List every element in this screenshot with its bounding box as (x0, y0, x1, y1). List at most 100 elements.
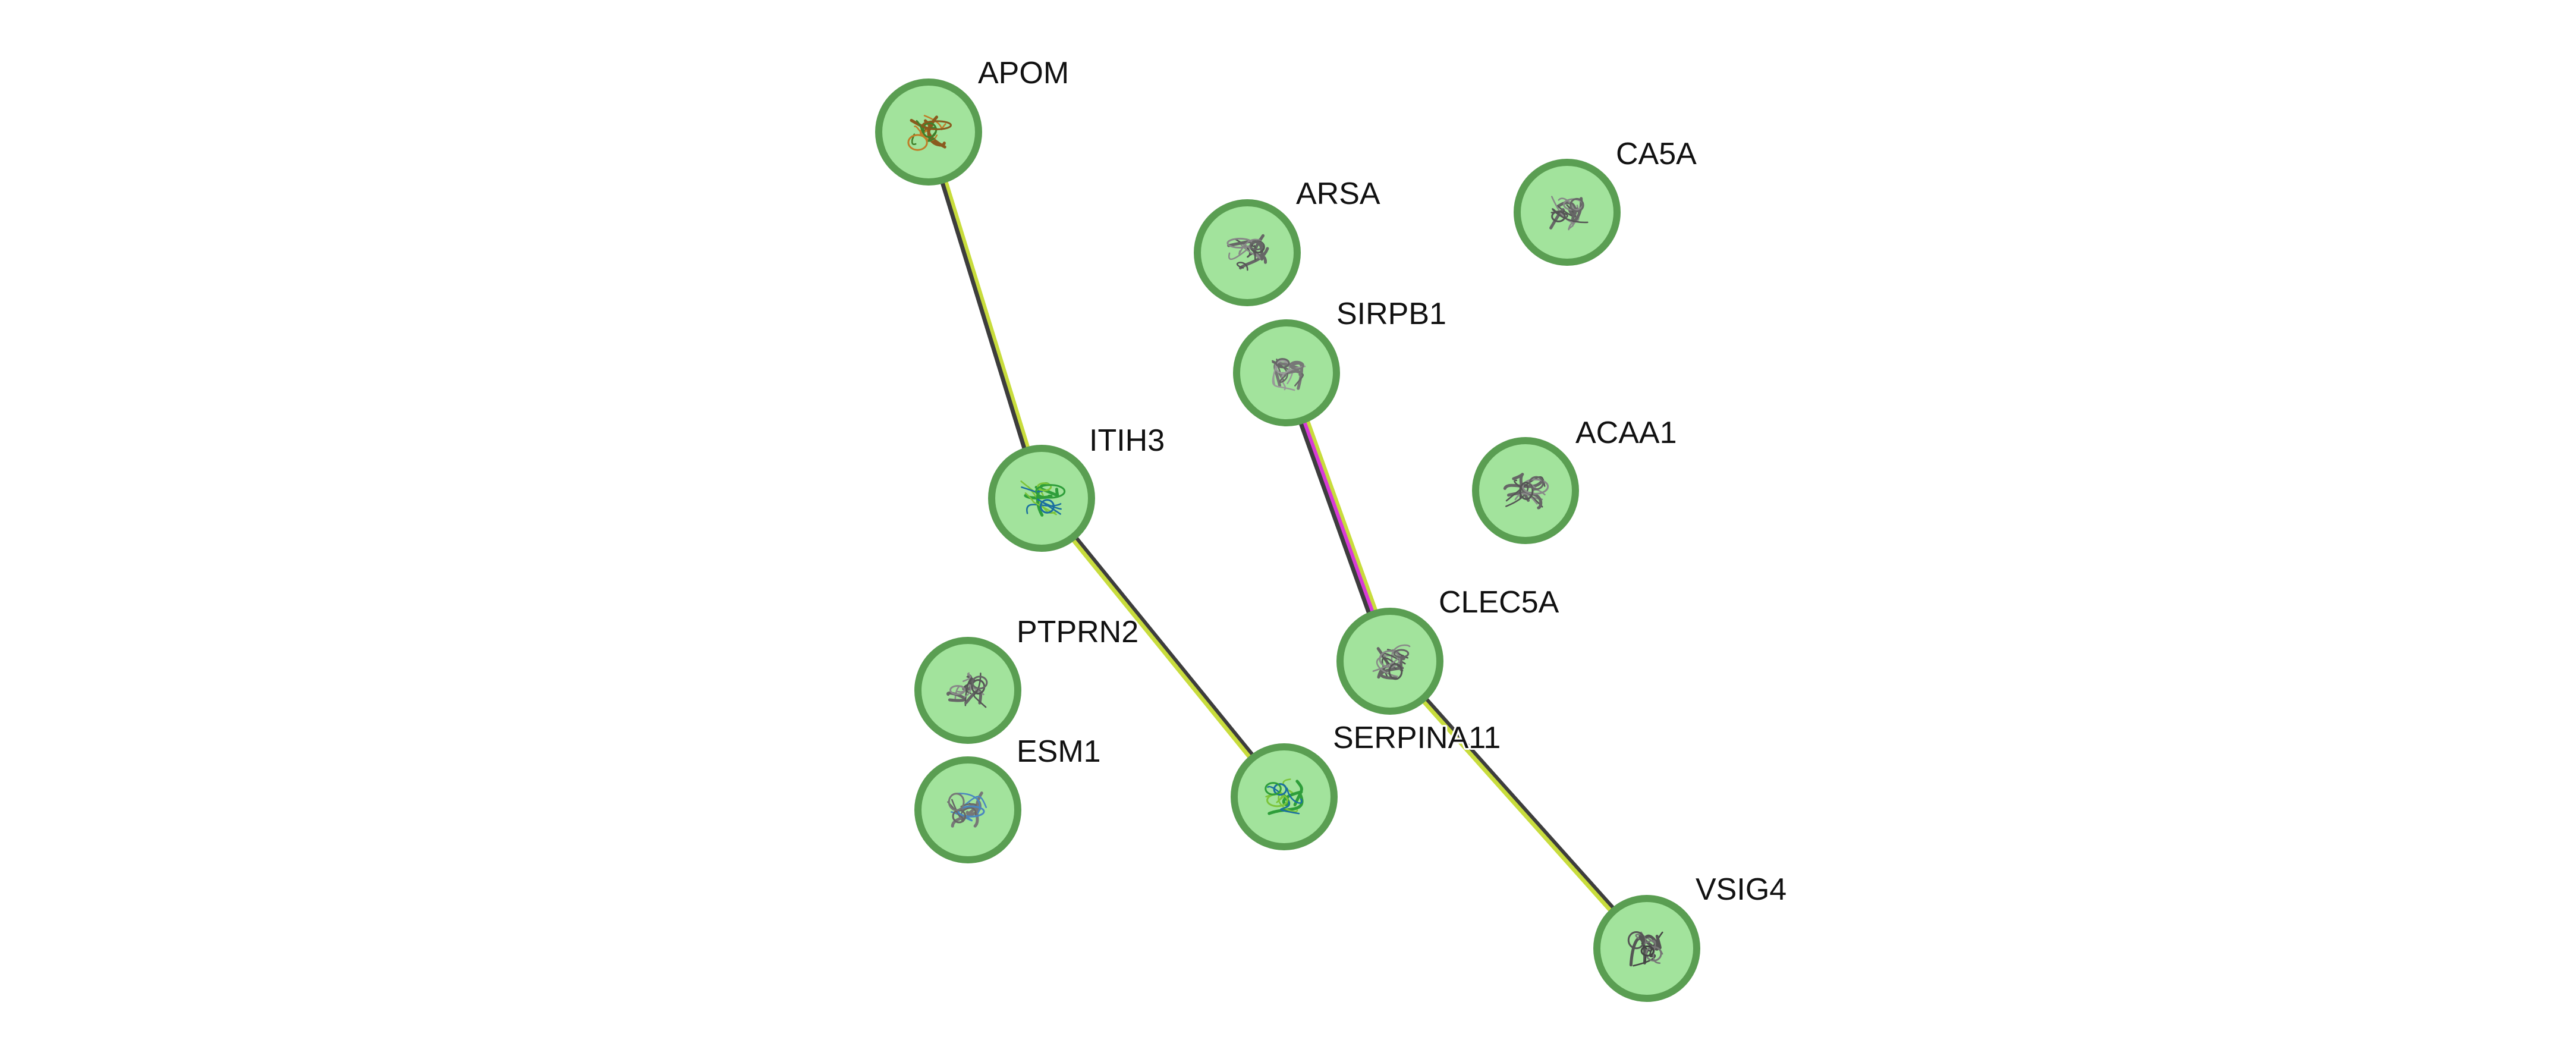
node-ca5a[interactable]: CA5A (1514, 135, 1699, 266)
protein-helix (1640, 945, 1655, 957)
protein-structure-icon (1503, 473, 1549, 510)
edge-evidence-line (1038, 498, 1285, 800)
protein-helix (1265, 782, 1282, 796)
protein-helix (949, 684, 966, 696)
node-label: ARSA (1296, 177, 1380, 211)
protein-strand (1514, 492, 1538, 505)
edge-evidence-line (1389, 658, 1650, 949)
protein-strand (1551, 196, 1574, 227)
node-label: ACAA1 (1575, 416, 1677, 450)
protein-helix (1289, 360, 1304, 370)
node-apom[interactable]: APOM (875, 54, 1071, 186)
node-label: CLEC5A (1439, 585, 1559, 620)
protein-helix (1275, 360, 1291, 375)
node-circle[interactable] (914, 756, 1021, 863)
protein-helix (921, 120, 952, 130)
protein-structure-icon (1265, 778, 1304, 815)
protein-strand (1279, 369, 1302, 377)
protein-helix (1528, 476, 1545, 491)
node-ptprn2[interactable]: PTPRN2 (914, 613, 1140, 744)
protein-structure-icon (1020, 480, 1066, 517)
node-esm1[interactable]: ESM1 (914, 733, 1103, 863)
node-sirpb1[interactable]: SIRPB1 (1233, 295, 1448, 426)
protein-strand (1272, 365, 1295, 391)
edge-clec5a-vsig4[interactable] (1387, 658, 1650, 951)
node-label: APOM (978, 56, 1069, 90)
protein-helix (1569, 197, 1584, 212)
protein-helix (1551, 210, 1566, 222)
edge-apom-itih3[interactable] (924, 131, 1046, 499)
protein-strand (1236, 262, 1248, 271)
protein-helix (1040, 499, 1055, 514)
protein-strand (1386, 649, 1408, 659)
protein-helix (1519, 482, 1534, 500)
node-arsa[interactable]: ARSA (1194, 175, 1382, 306)
protein-helix (1645, 945, 1662, 962)
node-label: ITIH3 (1089, 423, 1165, 458)
protein-strand (964, 684, 985, 698)
protein-structure-icon (907, 115, 952, 151)
node-serpina11[interactable]: SERPINA11 (1231, 719, 1502, 850)
protein-helix (1036, 482, 1052, 492)
node-circle[interactable] (1336, 608, 1443, 715)
node-label: ESM1 (1017, 734, 1101, 769)
protein-helix (1273, 783, 1287, 796)
protein-strand (1379, 667, 1404, 680)
edge-evidence-line (1041, 495, 1288, 797)
node-vsig4[interactable]: VSIG4 (1593, 871, 1788, 1002)
protein-strand (963, 672, 971, 682)
node-label: CA5A (1616, 137, 1697, 171)
node-clec5a[interactable]: CLEC5A (1336, 583, 1561, 715)
protein-helix (1393, 649, 1410, 658)
protein-helix (1521, 478, 1549, 495)
edge-evidence-line (1387, 661, 1647, 951)
node-itih3[interactable]: ITIH3 (988, 422, 1166, 552)
protein-strand (1644, 934, 1662, 950)
protein-strand (1024, 492, 1057, 516)
protein-strand (1272, 360, 1288, 383)
protein-strand (963, 675, 976, 695)
protein-structure-icon (1627, 931, 1663, 967)
protein-structure-icon (947, 791, 987, 828)
protein-strand (960, 802, 977, 808)
node-label: VSIG4 (1696, 872, 1786, 907)
protein-helix (1275, 358, 1290, 369)
protein-strand (1552, 208, 1589, 224)
protein-helix (957, 805, 985, 818)
protein-helix (948, 793, 965, 812)
node-acaa1[interactable]: ACAA1 (1472, 414, 1679, 544)
protein-structure-icon (946, 672, 988, 708)
protein-strand (946, 692, 966, 702)
protein-strand (1280, 800, 1300, 815)
protein-strand (1629, 937, 1647, 967)
protein-strand (964, 796, 987, 808)
protein-strand (954, 793, 981, 814)
edge-evidence-line (924, 131, 1042, 499)
protein-strand (1037, 498, 1062, 515)
protein-structure-icon (1272, 358, 1306, 391)
node-label: SERPINA11 (1333, 721, 1501, 755)
protein-strand (1286, 787, 1303, 804)
protein-strand (1512, 473, 1530, 502)
protein-helix (971, 675, 988, 690)
protein-strand (1293, 780, 1303, 806)
protein-helix (1627, 931, 1646, 950)
edge-itih3-serpina11[interactable] (1038, 495, 1288, 800)
protein-helix (1035, 484, 1066, 499)
edge-evidence-line (928, 131, 1046, 499)
protein-helix (907, 134, 928, 151)
protein-strand (1381, 657, 1404, 677)
protein-helix (1249, 240, 1264, 251)
protein-strand (1571, 197, 1583, 222)
protein-strand (1238, 247, 1269, 270)
protein-structure-icon (1226, 234, 1269, 271)
protein-helix (1388, 663, 1403, 680)
node-label: SIRPB1 (1336, 297, 1446, 331)
protein-structure-icon (1549, 196, 1589, 231)
protein-strand (960, 807, 977, 821)
protein-strand (1506, 491, 1543, 510)
protein-strand (973, 673, 987, 708)
node-circle[interactable] (1194, 199, 1301, 306)
